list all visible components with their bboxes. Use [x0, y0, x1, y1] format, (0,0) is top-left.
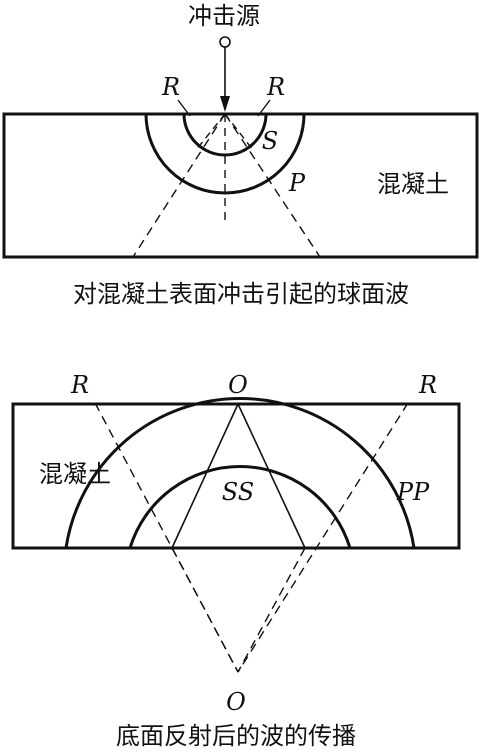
- r-wave-label-left: R: [161, 73, 180, 101]
- r-label-left: R: [70, 371, 89, 399]
- image-ray-right: [237, 547, 306, 673]
- top-caption: 对混凝土表面冲击引起的球面波: [73, 280, 409, 308]
- s-wave-label: S: [262, 127, 278, 155]
- pp-wavefront: [64, 396, 416, 549]
- top-concrete-block: [2, 112, 479, 259]
- ss-wavefront: [128, 465, 352, 549]
- r-right-pointer: [257, 99, 271, 117]
- s-wavefront: [182, 113, 268, 157]
- r-ray-left: [94, 402, 239, 673]
- pp-wave-label: PP: [396, 478, 430, 506]
- ss-wave-label: SS: [222, 478, 254, 506]
- ray-left-outer: [132, 113, 226, 258]
- o-label-image: O: [226, 688, 246, 716]
- impact-source-label: 冲击源: [188, 2, 260, 30]
- r-label-right: R: [418, 371, 437, 399]
- ss-ray-left: [171, 403, 239, 549]
- bottom-concrete-label: 混凝土: [39, 460, 111, 488]
- top-diagram: 冲击源 R R S P 混凝土 对混凝土表面冲击引起的球面波: [2, 2, 479, 308]
- ray-right-outer: [224, 113, 321, 258]
- p-wavefront: [144, 113, 306, 195]
- bottom-caption: 底面反射后的波的传播: [116, 722, 356, 750]
- r-left-pointer: [177, 99, 191, 117]
- impact-arrowhead: [220, 96, 230, 112]
- impact-source-point: [219, 36, 231, 48]
- r-wave-label-right: R: [266, 73, 285, 101]
- top-concrete-label: 混凝土: [377, 170, 449, 198]
- ray-right-inner: [224, 113, 254, 151]
- bottom-diagram: R O R 混凝土 SS PP O 底面反射后的波的传播: [11, 371, 461, 750]
- ray-left-inner: [195, 113, 226, 151]
- o-label-top: O: [228, 371, 248, 399]
- ss-ray-right: [237, 403, 306, 549]
- r-ray-right: [237, 402, 409, 673]
- p-wave-label: P: [288, 169, 306, 197]
- bottom-concrete-block: [11, 402, 461, 550]
- image-ray-left: [171, 547, 239, 673]
